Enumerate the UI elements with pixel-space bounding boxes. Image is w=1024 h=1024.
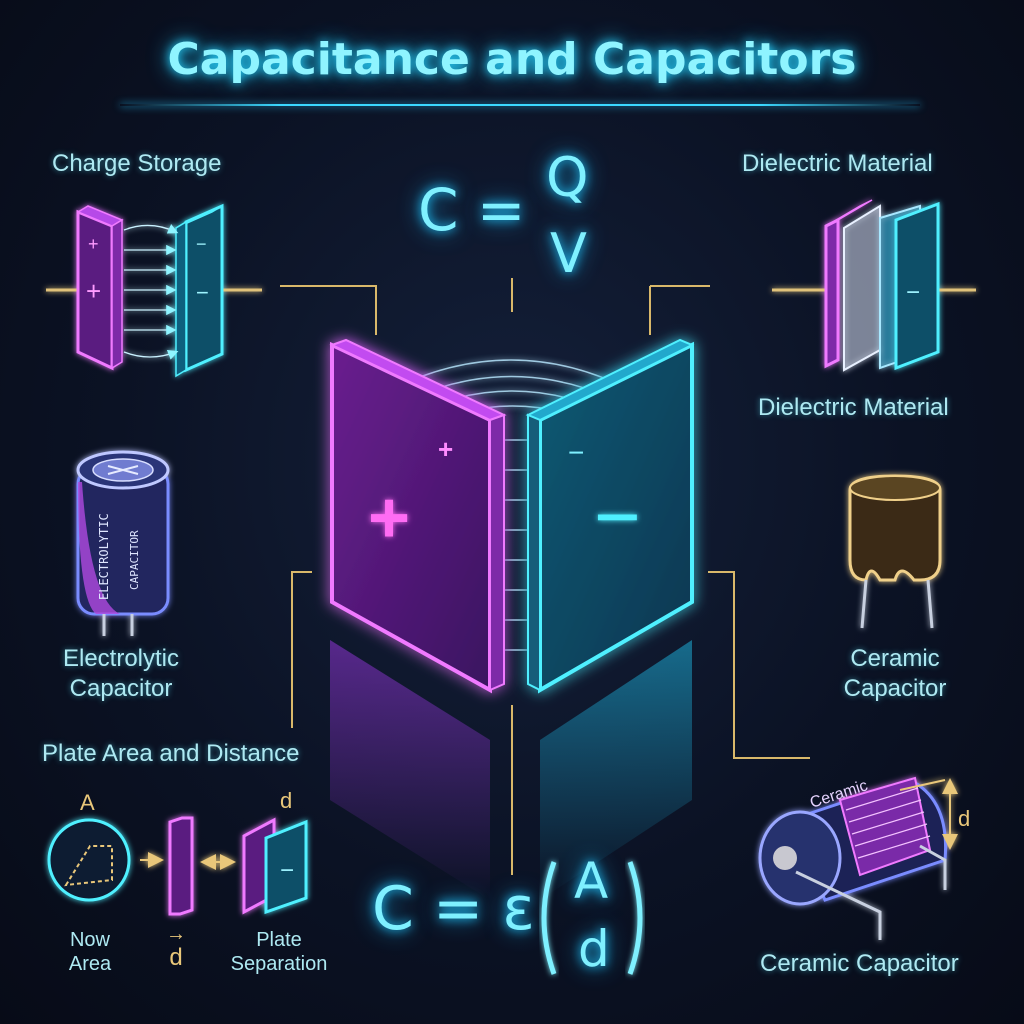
formula-bottom-lhs: C = ε xyxy=(372,874,535,944)
ceramic-right-label: Ceramic Capacitor xyxy=(820,644,970,704)
charge-minus-2: − xyxy=(196,280,209,305)
plate-d-label: d xyxy=(280,788,293,813)
charge-storage-capacitor xyxy=(46,203,262,378)
dielectric-minus: − xyxy=(906,279,920,306)
plate-label: Plate xyxy=(256,929,302,951)
right-paren xyxy=(627,861,643,975)
dielectric-title-bottom: Dielectric Material xyxy=(758,394,949,421)
plate-area-title: Plate Area and Distance xyxy=(42,740,300,767)
plate-minus: − xyxy=(280,857,294,884)
connector-lines xyxy=(280,278,810,875)
now-area-label: Now Area xyxy=(50,928,130,976)
center-plus-big: + xyxy=(368,478,410,558)
electrolytic-label: Electrolytic Capacitor xyxy=(40,644,202,704)
center-plus-small: + xyxy=(438,434,453,464)
separation-label: Separation xyxy=(230,953,328,975)
central-positive-plate xyxy=(329,338,507,694)
title-underline xyxy=(120,104,920,106)
formula-bottom-numerator: A xyxy=(574,852,609,910)
plate-separation-label: Plate Separation xyxy=(214,928,344,976)
charge-plus-1: + xyxy=(88,234,99,254)
electrolytic-body-text-2: CAPACITOR xyxy=(128,530,141,590)
formula-bottom-denominator: d xyxy=(578,920,610,978)
formula-top-numerator: Q xyxy=(546,146,589,209)
plate-a-label: A xyxy=(80,790,95,815)
left-paren xyxy=(541,861,557,975)
electrolytic-label-line1: Electrolytic xyxy=(62,645,180,672)
ceramic-right-label-line1: Ceramic xyxy=(850,645,940,672)
arrow-d-top: → xyxy=(166,923,186,945)
ceramic-capacitor-right xyxy=(848,474,942,629)
formula-top-lhs: C = xyxy=(418,176,526,244)
dielectric-capacitor xyxy=(772,199,976,372)
formula-top-denominator: V xyxy=(550,222,587,285)
central-negative-plate xyxy=(525,338,695,694)
electrolytic-label-line2: Capacitor xyxy=(69,675,173,702)
ceramic-capacitor-bottom xyxy=(758,776,958,940)
cyan-plate-reflection xyxy=(540,640,692,900)
page-title: Capacitance and Capacitors xyxy=(167,34,857,85)
charge-plus-2: + xyxy=(86,276,101,306)
charge-minus-1: − xyxy=(196,234,207,254)
magenta-plate-reflection xyxy=(330,640,490,900)
plate-area-diagram xyxy=(47,816,308,916)
electrolytic-body-text-1: ELECTROLYTIC xyxy=(97,513,111,600)
ceramic-bottom-label: Ceramic Capacitor xyxy=(760,950,959,977)
electrolytic-capacitor xyxy=(76,450,170,636)
ceramic-d-label: d xyxy=(958,806,971,831)
ceramic-right-label-line2: Capacitor xyxy=(843,675,947,702)
dielectric-title-top: Dielectric Material xyxy=(742,150,933,177)
area-label: Area xyxy=(68,953,112,975)
center-minus-big: − xyxy=(594,472,641,561)
center-minus-small: − xyxy=(568,437,584,468)
now-label: Now xyxy=(69,929,110,951)
arrow-d-label: → d xyxy=(160,922,192,970)
arrow-d-bottom: d xyxy=(169,944,183,971)
charge-storage-label: Charge Storage xyxy=(52,150,222,177)
